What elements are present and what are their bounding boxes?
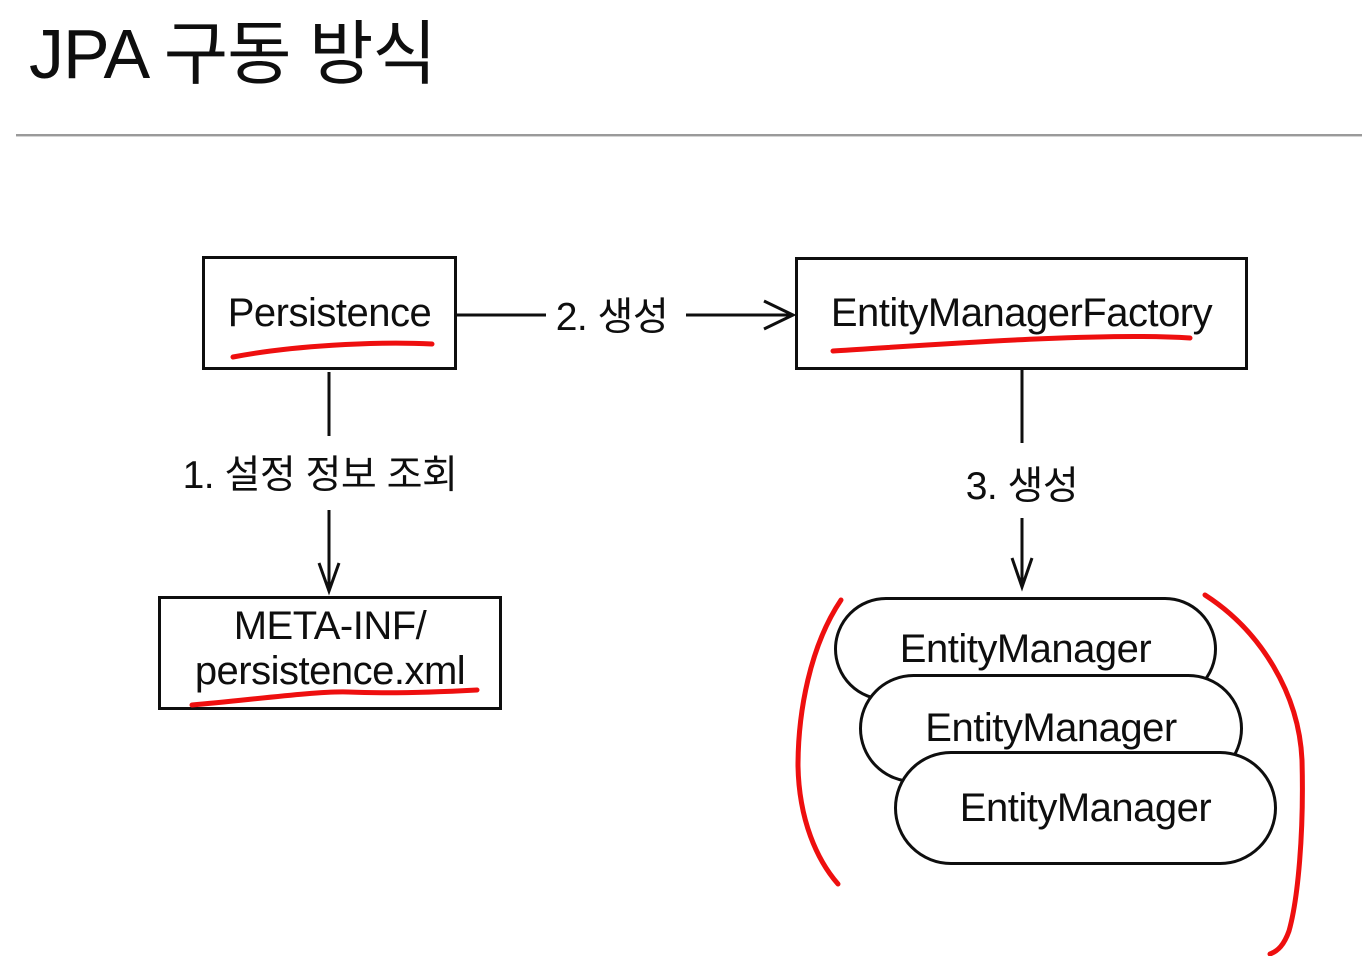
arrowhead-right-icon — [763, 299, 797, 331]
entity-manager-factory-box: EntityManagerFactory — [795, 257, 1248, 370]
meta-inf-line1: META-INF/ — [233, 604, 427, 649]
persistence-box: Persistence — [202, 256, 457, 370]
title-divider — [16, 134, 1362, 137]
arrowhead-down-icon-2 — [1010, 557, 1034, 592]
entity-manager-label-3: EntityManager — [959, 785, 1212, 830]
entity-manager-factory-label: EntityManagerFactory — [830, 291, 1213, 336]
meta-inf-line2: persistence.xml — [194, 649, 466, 693]
arrowhead-down-icon-1 — [317, 562, 341, 596]
step2-label: 2. 생성 — [551, 286, 673, 342]
page-title: JPA 구동 방식 — [29, 15, 437, 93]
step3-label: 3. 생성 — [961, 455, 1083, 511]
entity-manager-label-1: EntityManager — [899, 626, 1152, 671]
persistence-label: Persistence — [227, 290, 432, 335]
entity-manager-pill-3: EntityManager — [894, 751, 1277, 865]
entity-manager-label-2: EntityManager — [925, 706, 1177, 750]
step1-label: 1. 설정 정보 조회 — [178, 444, 462, 500]
meta-inf-box: META-INF/ persistence.xml — [158, 596, 502, 710]
